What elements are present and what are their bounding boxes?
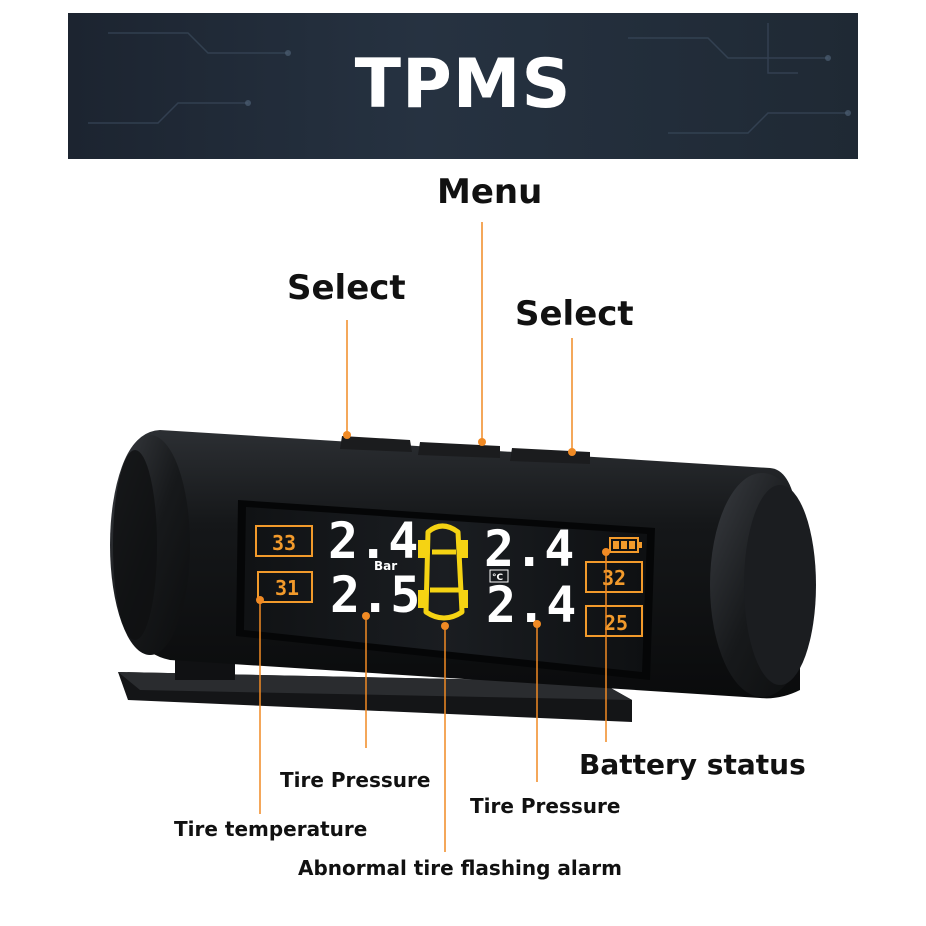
pressure-front-left: 2.4: [328, 512, 418, 570]
pressure-unit-label: Bar: [374, 559, 397, 573]
battery-icon: [609, 537, 642, 553]
page-title: TPMS: [354, 45, 572, 124]
pressure-rear-right: 2.4: [486, 576, 576, 634]
leader-lines: [259, 222, 607, 852]
temp-rr-box: 25: [585, 605, 643, 637]
circuit-pattern: [88, 23, 851, 134]
car-icon: [418, 523, 468, 621]
temp-unit-label: °C: [492, 573, 504, 583]
menu-button[interactable]: [418, 442, 500, 458]
pressure-rear-left: 2.5: [330, 566, 420, 624]
tire-pressure-left-label: Tire Pressure: [280, 768, 431, 792]
abnormal-alarm-label: Abnormal tire flashing alarm: [298, 856, 622, 880]
select-right-label: Select: [515, 294, 634, 334]
title-banner: TPMS: [68, 13, 858, 159]
temp-rl-box: 31: [257, 571, 313, 603]
temp-unit-frame: [489, 569, 509, 583]
select-left-label: Select: [287, 268, 406, 308]
temp-fl-box: 33: [255, 525, 313, 557]
battery-status-label: Battery status: [579, 748, 806, 781]
tire-temperature-label: Tire temperature: [174, 817, 368, 841]
tire-pressure-right-label: Tire Pressure: [470, 794, 621, 818]
temp-front-left: 33: [272, 531, 296, 555]
menu-label: Menu: [437, 172, 543, 212]
select-left-button[interactable]: [340, 436, 412, 452]
temp-rear-left: 31: [275, 576, 299, 600]
pressure-front-right: 2.4: [484, 520, 574, 578]
temp-rear-right: 25: [604, 611, 628, 635]
leader-dots: [256, 431, 610, 630]
